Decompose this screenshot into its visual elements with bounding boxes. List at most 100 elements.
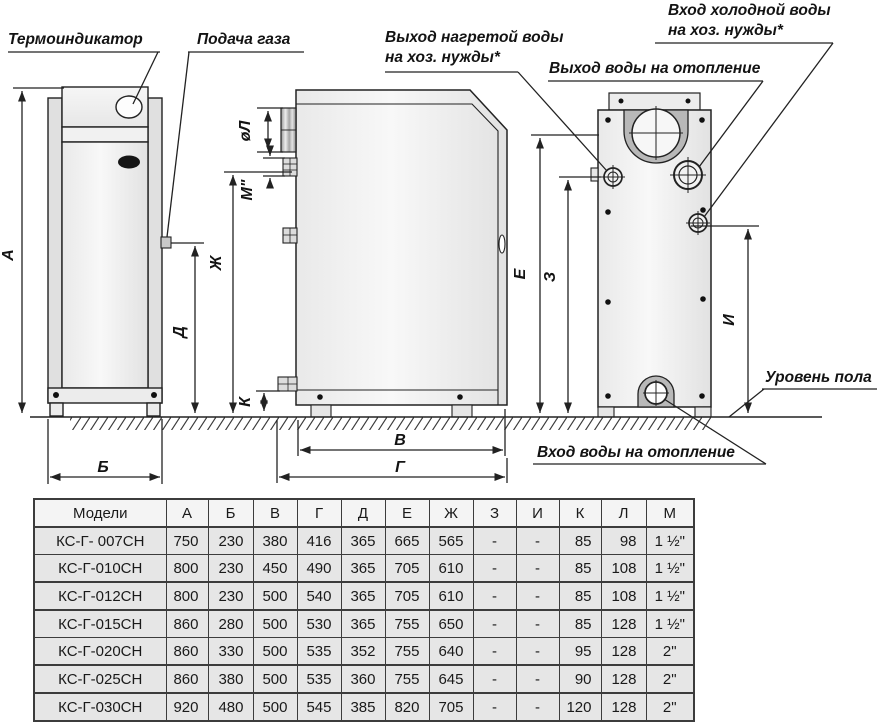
value-cell: 755 [384, 637, 430, 666]
value-cell: 128 [600, 637, 647, 666]
value-cell: 95 [558, 637, 602, 666]
cold-inlet-label-line2: на хоз. нужды* [668, 22, 783, 39]
table-header-cell: К [558, 498, 602, 528]
dim-label-z: З [542, 272, 559, 282]
value-cell: 500 [252, 581, 298, 611]
value-cell: 108 [600, 554, 647, 583]
value-cell: 416 [296, 526, 342, 555]
value-cell: 480 [207, 692, 254, 722]
value-cell: 2" [645, 664, 695, 694]
value-cell: 365 [340, 609, 386, 638]
value-cell: 540 [296, 581, 342, 611]
dim-label-l: øЛ [237, 120, 254, 142]
heating-outlet-label: Выход воды на отопление [549, 59, 760, 79]
value-cell: 545 [296, 692, 342, 722]
front-left-rail [47, 97, 63, 404]
value-cell: 490 [296, 554, 342, 583]
value-cell: 860 [165, 664, 209, 694]
bolt [618, 98, 624, 104]
value-cell: 820 [384, 692, 430, 722]
value-cell: 1 ½" [645, 581, 695, 611]
model-cell: КС-Г-020СН [33, 637, 167, 666]
value-cell: - [472, 609, 517, 638]
cold-inlet-label: Вход холодной воды на хоз. нужды* [668, 1, 831, 41]
value-cell: 128 [600, 664, 647, 694]
value-cell: 650 [428, 609, 474, 638]
bolt [685, 98, 691, 104]
model-cell: КС-Г-012СН [33, 581, 167, 611]
value-cell: - [515, 692, 560, 722]
dim-label-k: К [237, 396, 254, 407]
gas-inlet-fitting [160, 236, 172, 249]
side-inner-edge [296, 103, 499, 405]
value-cell: - [515, 637, 560, 666]
gas-fitting-side [282, 227, 298, 244]
floor-level-label-text: Уровень пола [765, 369, 872, 386]
thermoindicator-label-text: Термоиндикатор [8, 31, 143, 48]
bolt [151, 392, 157, 398]
value-cell: 640 [428, 637, 474, 666]
gas-supply-label-text: Подача газа [197, 31, 291, 48]
heating-outlet-label-text: Выход воды на отопление [549, 60, 761, 77]
dim-label-a: А [0, 249, 17, 262]
model-cell: КС-Г-010СН [33, 554, 167, 583]
value-cell: 755 [384, 664, 430, 694]
model-cell: КС-Г-015СН [33, 609, 167, 638]
value-cell: 380 [207, 664, 254, 694]
dim-label-e: Е [512, 267, 529, 279]
table-header-cell: Д [340, 498, 386, 528]
table-header-cell: Е [384, 498, 430, 528]
value-cell: - [515, 526, 560, 555]
front-band [61, 126, 149, 143]
value-cell: - [515, 554, 560, 583]
table-header-cell: Г [296, 498, 342, 528]
bolt [317, 394, 323, 400]
side-body [295, 89, 508, 406]
cold-inlet-port [686, 211, 710, 235]
value-cell: 920 [165, 692, 209, 722]
heating-inlet-label-text: Вход воды на отопление [537, 444, 735, 461]
dim-label-zh: Ж [208, 254, 225, 271]
dim-label-i: И [721, 314, 738, 326]
side-foot [451, 404, 473, 418]
value-cell: 500 [252, 637, 298, 666]
value-cell: 500 [252, 664, 298, 694]
model-cell: КС-Г- 007СН [33, 526, 167, 555]
value-cell: 500 [252, 609, 298, 638]
value-cell: 2" [645, 692, 695, 722]
value-cell: 85 [558, 554, 602, 583]
boiler-rear-view [590, 92, 712, 418]
value-cell: - [472, 664, 517, 694]
dhw-outlet-port [601, 165, 625, 189]
table-header-cell: Модели [33, 498, 167, 528]
value-cell: 500 [252, 692, 298, 722]
return-fitting [277, 376, 298, 392]
value-cell: 352 [340, 637, 386, 666]
dim-label-m: М" [239, 179, 256, 200]
front-leg [49, 402, 64, 417]
model-cell: КС-Г-025СН [33, 664, 167, 694]
dim-label-v: В [394, 432, 406, 449]
value-cell: 645 [428, 664, 474, 694]
value-cell: 705 [384, 554, 430, 583]
value-cell: 365 [340, 554, 386, 583]
value-cell: 665 [384, 526, 430, 555]
value-cell: - [515, 581, 560, 611]
value-cell: 120 [558, 692, 602, 722]
value-cell: 1 ½" [645, 609, 695, 638]
value-cell: 750 [165, 526, 209, 555]
value-cell: 860 [165, 609, 209, 638]
value-cell: 230 [207, 526, 254, 555]
value-cell: 280 [207, 609, 254, 638]
dhw-outlet-label: Выход нагретой воды на хоз. нужды* [385, 28, 563, 68]
value-cell: 565 [428, 526, 474, 555]
cold-inlet-label-line1: Вход холодной воды [668, 2, 831, 19]
value-cell: 230 [207, 554, 254, 583]
